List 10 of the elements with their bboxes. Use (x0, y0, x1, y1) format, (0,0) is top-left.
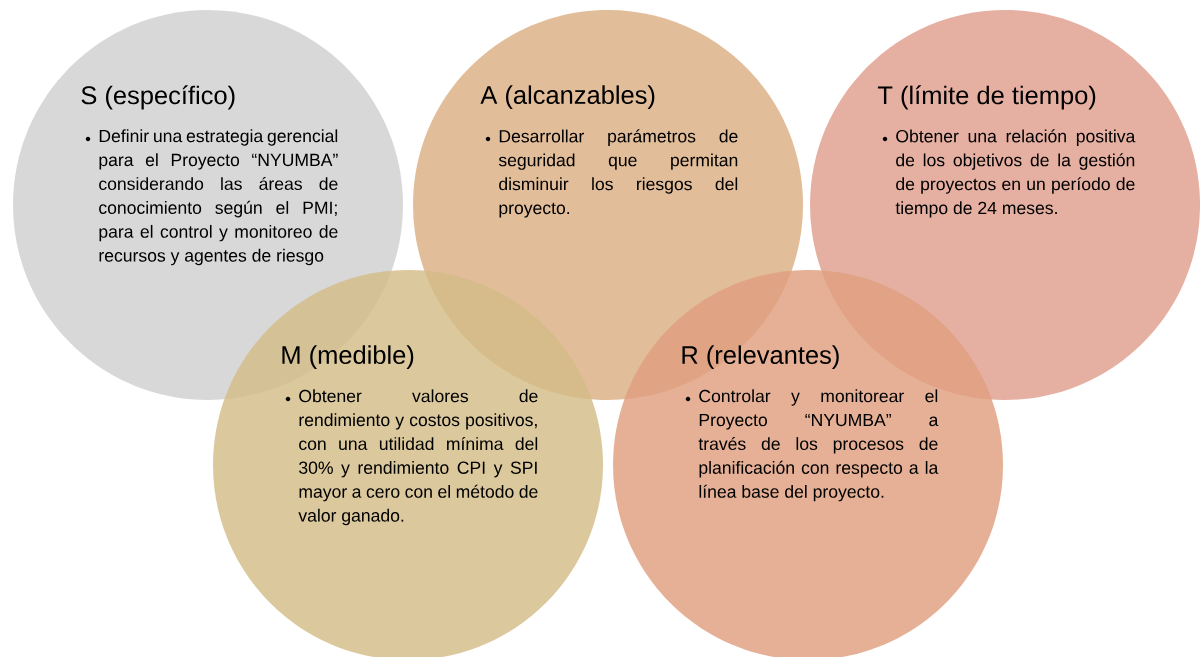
heading: S (específico) (81, 85, 235, 110)
heading: M (medible) (282, 345, 414, 370)
bullet-text: Desarrollar parámetros de seguridad que permitan disminuir los riesgos del proyecto. (498, 129, 738, 218)
heading: R (relevantes) (682, 345, 839, 370)
heading: T (límite de tiempo) (877, 85, 1096, 110)
bullet-text: Controlar y monitorear el Proyecto “NYUMBA” a través de los procesos de planificación con respecto a la línea base del proyecto. (698, 389, 939, 502)
bullet-text: Obtener una relación positiva de los objetivos de la gestión de proyectos en un período de tiempo de 24 meses. (895, 129, 1136, 218)
bullet-text: Definir una estrategia gerencial para el Proyecto “NYUMBA” considerando las áreas de conocimiento según el PMI; para el control y monitoreo de recursos y agentes de riesgo (99, 129, 338, 266)
bullet-text: Obtener valores de rendimiento y costos positivos, con una utilidad mínima del 30% y rendimiento CPI y SPI mayor a cero con el método de valor ganado. (298, 389, 538, 526)
heading: A (alcanzables) (480, 85, 655, 110)
